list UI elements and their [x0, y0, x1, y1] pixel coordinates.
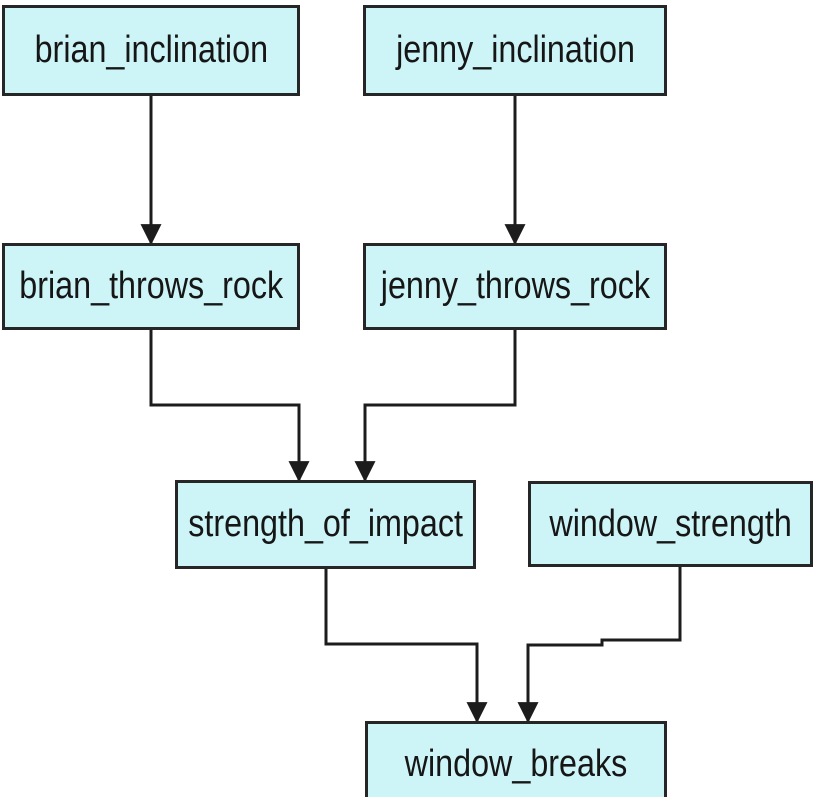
- node-strength-of-impact: strength_of_impact: [175, 480, 476, 569]
- node-label: jenny_throws_rock: [380, 265, 650, 307]
- node-label: window_breaks: [404, 743, 628, 785]
- edge-strength-of-impact-to-window-breaks: [324, 569, 488, 724]
- node-brian-throws-rock: brian_throws_rock: [2, 243, 300, 330]
- node-brian-inclination: brian_inclination: [2, 5, 300, 96]
- node-jenny-inclination: jenny_inclination: [363, 5, 667, 96]
- node-label: brian_throws_rock: [19, 265, 283, 307]
- node-window-breaks: window_breaks: [365, 721, 667, 797]
- node-label: jenny_inclination: [395, 29, 635, 71]
- edge-brian-throws-rock-to-strength-of-impact: [149, 330, 310, 483]
- node-jenny-throws-rock: jenny_throws_rock: [363, 243, 667, 330]
- node-label: strength_of_impact: [188, 503, 463, 545]
- edge-window-strength-to-window-breaks: [517, 567, 682, 724]
- node-window-strength: window_strength: [528, 481, 813, 567]
- node-label: brian_inclination: [34, 29, 268, 71]
- node-label: window_strength: [549, 502, 792, 545]
- edge-jenny-throws-rock-to-strength-of-impact: [354, 330, 517, 483]
